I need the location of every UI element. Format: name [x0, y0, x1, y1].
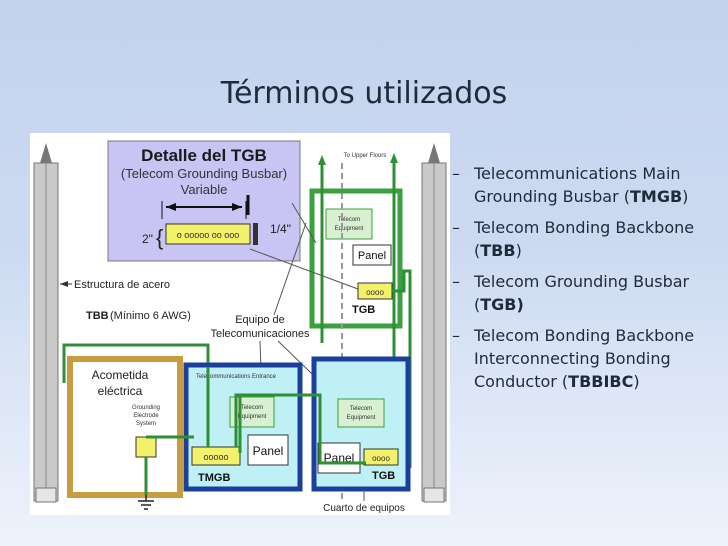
- entrance-panel: [247, 434, 289, 466]
- svg-text:Equipment: Equipment: [238, 414, 267, 420]
- left-steel-column: [33, 143, 59, 503]
- svg-text:Panel: Panel: [253, 444, 284, 458]
- svg-text:Telecom: Telecom: [241, 405, 263, 411]
- svg-text:Panel: Panel: [358, 250, 386, 262]
- svg-text:Electrode: Electrode: [133, 413, 159, 419]
- detail-variable: Variable: [181, 182, 228, 197]
- term-item-tbb: –Telecom Bonding Backbone (TBB): [452, 218, 695, 260]
- svg-text:ooooo: ooooo: [203, 452, 228, 462]
- term-item-tgb: –Telecom Grounding Busbar (TGB): [452, 272, 690, 314]
- term-item-tbbibc: –Telecom Bonding Backbone Interconnectin…: [452, 326, 695, 391]
- upper-tgb-label: TGB: [352, 304, 375, 316]
- tmgb-busbar: [191, 446, 241, 466]
- equipo-label-1: Equipo de: [235, 314, 285, 326]
- dim-quarter: 1/4": [270, 222, 291, 236]
- svg-text:o ooooo oo ooo: o ooooo oo ooo: [177, 230, 240, 240]
- tbb-label: TBB: [86, 310, 109, 322]
- to-upper-floors-label: To Upper Floors: [344, 153, 387, 159]
- svg-text:System: System: [136, 421, 156, 427]
- equipment-panel: [317, 442, 361, 474]
- svg-text:Equipment: Equipment: [347, 415, 376, 421]
- slide-title: Términos utilizados: [220, 76, 508, 111]
- equipment-room: Telecom Equipment Panel oooo TGB: [238, 356, 411, 492]
- terms-list: –Telecommunications Main Grounding Busba…: [452, 162, 720, 401]
- electrical-service-box: Acometida eléctrica Grounding Electrode …: [67, 356, 183, 498]
- svg-text:oooo: oooo: [366, 288, 384, 297]
- right-steel-column: [421, 143, 447, 503]
- svg-text:{: {: [156, 225, 163, 250]
- svg-text:Grounding: Grounding: [132, 405, 160, 411]
- ground-symbol: [138, 495, 154, 510]
- tmgb-label: TMGB: [198, 472, 230, 484]
- acometida-label-2: eléctrica: [98, 384, 143, 398]
- detail-title: Detalle del TGB: [141, 146, 267, 165]
- acometida-label-1: Acometida: [92, 368, 149, 382]
- tgb-detail-panel: Detalle del TGB (Telecom Grounding Busba…: [107, 140, 301, 262]
- equipo-label-2: Telecomunicaciones: [210, 328, 310, 340]
- grounding-electrode: [135, 436, 157, 458]
- svg-text:oooo: oooo: [372, 454, 390, 463]
- svg-text:Telecommunications Entrance: Telecommunications Entrance: [196, 374, 277, 380]
- lower-tgb-label: TGB: [372, 470, 395, 482]
- tbb-minimum-label: (Mínimo 6 AWG): [110, 310, 191, 322]
- dim-two-inch: 2": [142, 232, 153, 246]
- lower-tgb-busbar: [363, 448, 399, 466]
- upper-telecom-label-2: Equipment: [335, 226, 364, 232]
- steel-structure-label: Estructura de acero: [74, 279, 170, 291]
- upper-telecom-label-1: Telecom: [338, 217, 360, 223]
- upper-panel: [352, 244, 392, 266]
- term-item-tmgb: –Telecommunications Main Grounding Busba…: [452, 164, 689, 206]
- cuarto-label: Cuarto de equipos: [323, 503, 405, 514]
- svg-text:Telecom: Telecom: [350, 406, 372, 412]
- grounding-diagram: Telecom Equipment Panel To Upper Floors …: [30, 133, 450, 515]
- detail-subtitle: (Telecom Grounding Busbar): [121, 166, 287, 181]
